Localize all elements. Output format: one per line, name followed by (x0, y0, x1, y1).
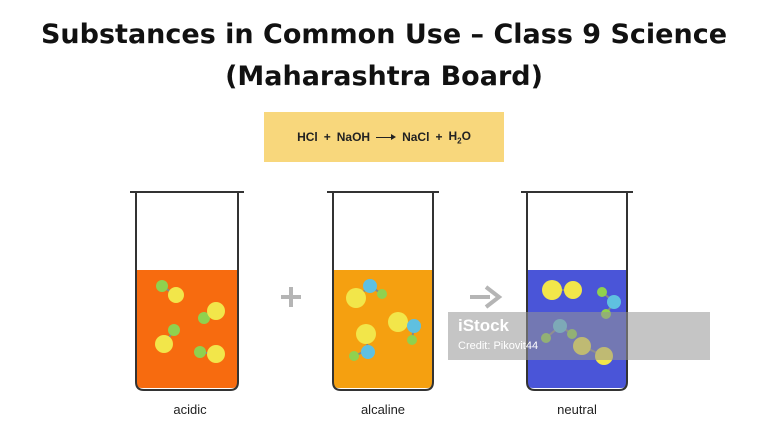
reactant-hcl: HCl (297, 130, 318, 144)
chemical-equation: HCl + NaOH NaCl + H2O (264, 112, 504, 162)
equation-box: HCl + NaOH NaCl + H2O (264, 112, 504, 162)
molecule-hcl (155, 324, 180, 353)
plus-sign: + (435, 130, 443, 144)
molecule-naoh (346, 279, 387, 308)
molecule-naoh (388, 312, 421, 345)
beaker-acidic (130, 191, 244, 391)
water-subscript: 2 (457, 136, 462, 146)
beaker-alcaline (327, 191, 439, 391)
title-line-1: Substances in Common Use – Class 9 Scien… (40, 19, 728, 50)
reactant-naoh: NaOH (336, 130, 371, 144)
reaction-arrow-icon (376, 132, 397, 142)
label-alcaline: alcaline (360, 402, 406, 417)
liquid-acidic (136, 270, 238, 388)
molecule-water (597, 287, 621, 319)
credit-text: Credit: Pikovit44 (458, 340, 539, 352)
molecule-hcl (156, 280, 184, 303)
water-h: H (448, 128, 458, 143)
plus-icon (281, 287, 301, 307)
title-line-2: (Maharashtra Board) (225, 61, 543, 92)
arrow-right-icon (470, 285, 503, 309)
glass-outline (521, 191, 633, 391)
glass-outline (327, 191, 439, 391)
water-o: O (461, 128, 471, 143)
glass-outline (130, 191, 244, 391)
molecule-hcl (198, 302, 225, 324)
product-water: H2O (448, 129, 470, 145)
page-title: Substances in Common Use – Class 9 Scien… (0, 14, 768, 98)
istock-logo: iStock (458, 316, 510, 335)
molecule-naoh (349, 324, 376, 361)
plus-sign: + (323, 130, 331, 144)
beaker-neutral (521, 191, 633, 391)
label-acidic: acidic (173, 402, 207, 417)
molecule-hcl (194, 345, 225, 363)
label-neutral: neutral (557, 402, 597, 417)
product-nacl: NaCl (402, 130, 430, 144)
istock-watermark: iStock Credit: Pikovit44 (448, 312, 710, 360)
molecule-nacl (542, 280, 582, 300)
